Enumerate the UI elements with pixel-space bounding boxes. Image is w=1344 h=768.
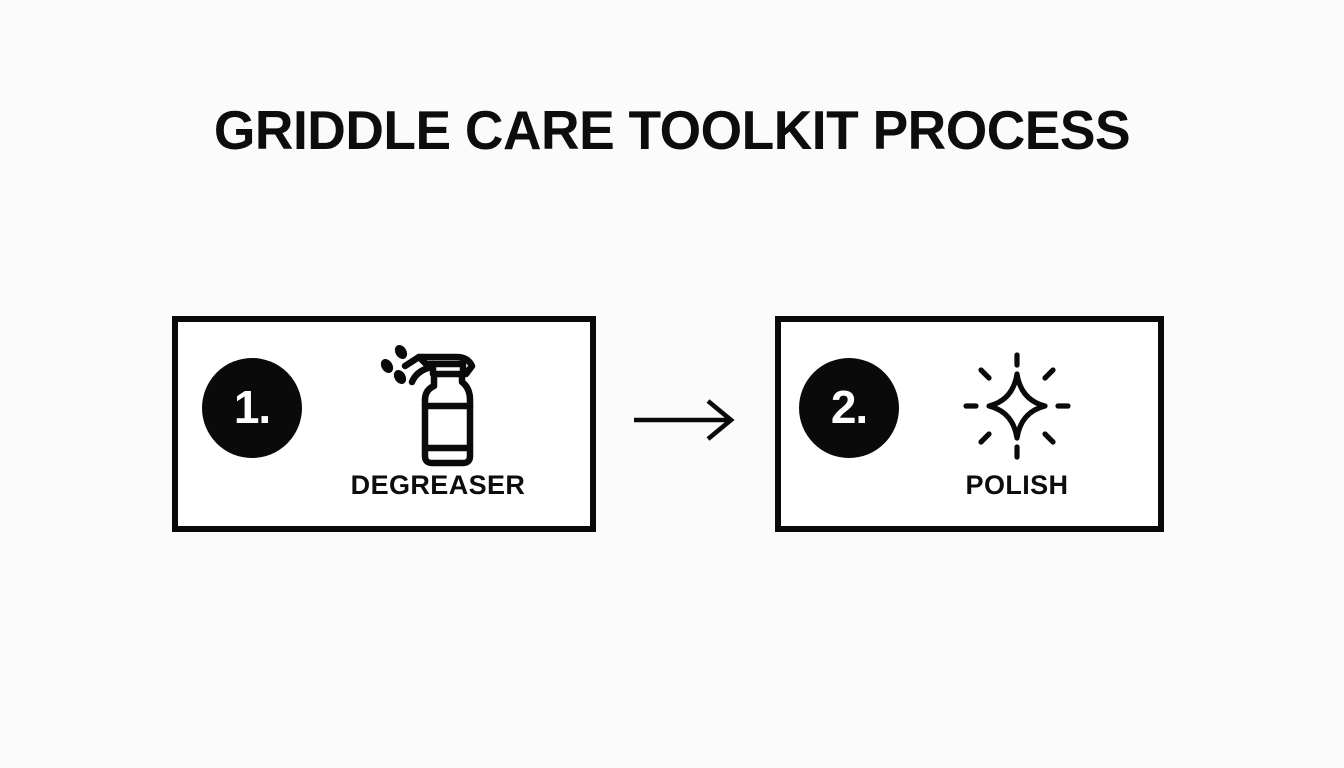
- process-step-card-2[interactable]: 2.: [775, 316, 1164, 532]
- sparkle-shine-icon: [963, 352, 1071, 460]
- page-title: GRIDDLE CARE TOOLKIT PROCESS: [213, 99, 1131, 161]
- step-1-icon-slot: [374, 342, 494, 472]
- spray-bottle-icon: [380, 345, 476, 467]
- step-2-icon-slot: [957, 346, 1077, 466]
- step-2-number-badge: 2.: [799, 358, 899, 458]
- spray-droplets-icon: [380, 345, 408, 384]
- process-step-card-1[interactable]: 1.: [172, 316, 596, 532]
- step-1-label: DEGREASER: [350, 470, 526, 500]
- process-flow: 1.: [0, 316, 1344, 536]
- step-2-content: 2.: [781, 322, 1158, 526]
- step-1-number-badge: 1.: [202, 358, 302, 458]
- step-1-content: 1.: [178, 322, 590, 526]
- step-2-label: POLISH: [965, 470, 1069, 500]
- arrow-right-icon: [634, 399, 735, 441]
